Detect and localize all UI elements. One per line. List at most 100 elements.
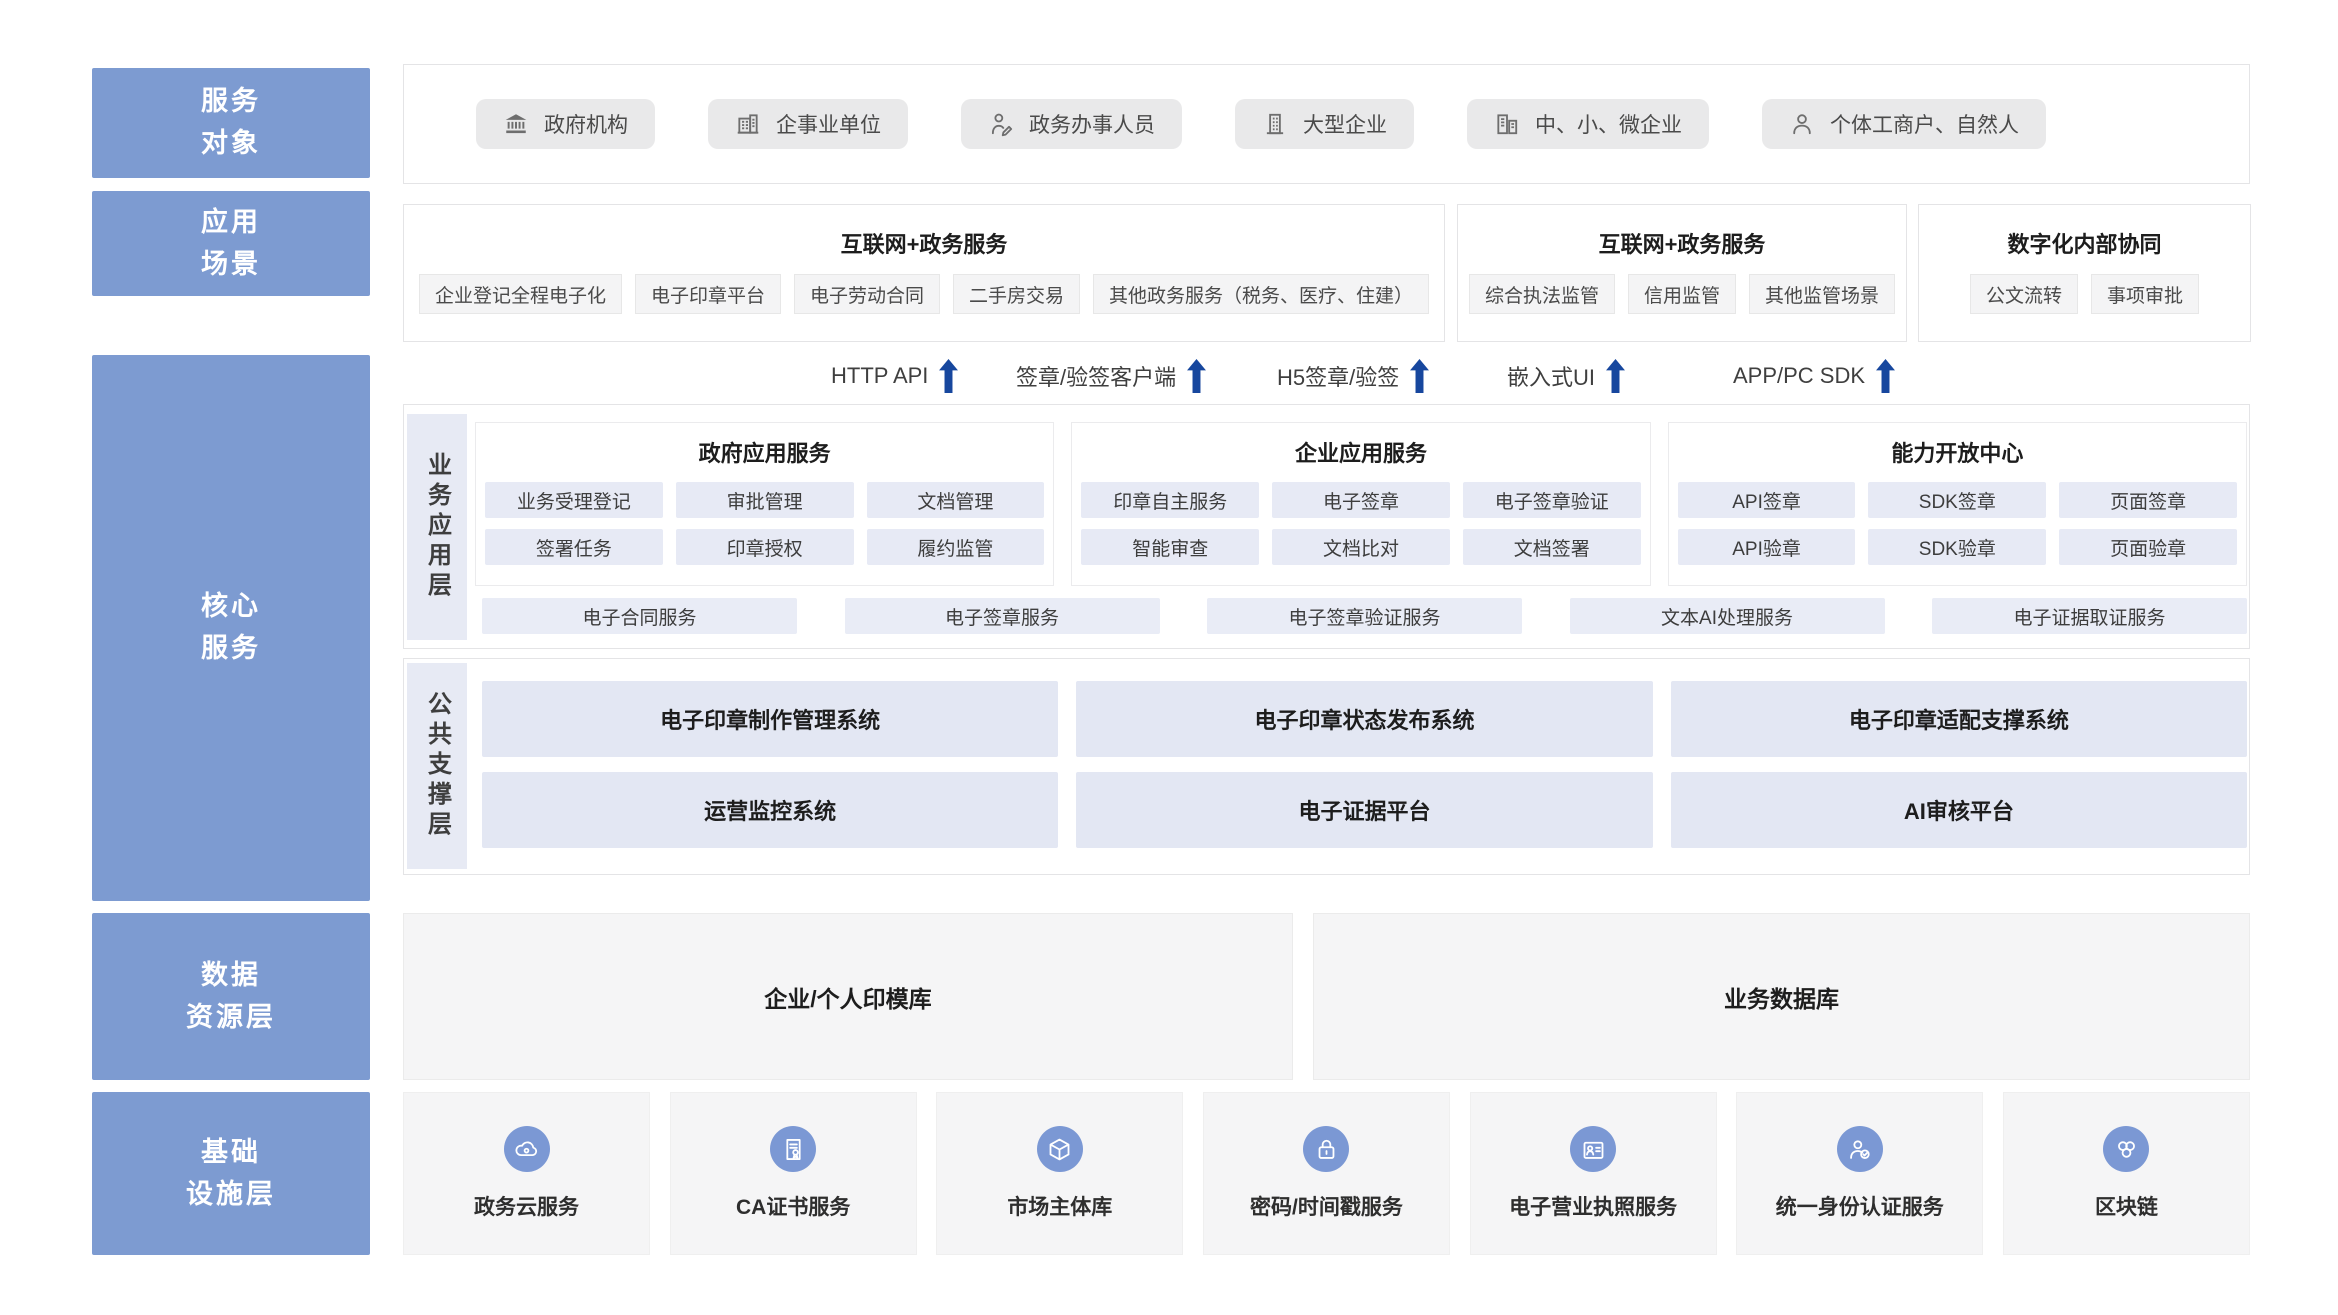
support-system: 电子印章状态发布系统 (1076, 681, 1653, 757)
scenario-panel-internal-collaboration: 数字化内部协同 公文流转 事项审批 (1918, 204, 2251, 342)
business-application-layer-strip: 业务应用层 (407, 414, 467, 640)
service-object-label: 大型企业 (1303, 114, 1387, 137)
data-box-business-database: 业务数据库 (1313, 913, 2250, 1080)
scenario-chip: 其他政务服务（税务、医疗、住建） (1093, 274, 1430, 314)
service-object-label: 中、小、微企业 (1535, 114, 1682, 137)
access-channels-row: HTTP API 签章/验签客户端 H5签章/验签 嵌入式UI APP/PC S… (403, 350, 2250, 402)
group-title: 企业应用服务 (1294, 441, 1427, 466)
support-systems-grid: 电子印章制作管理系统 电子印章状态发布系统 电子印章适配支撑系统 运营监控系统 … (482, 681, 2247, 848)
service-pill: SDK验章 (1868, 529, 2047, 565)
service-object-label: 政务办事人员 (1029, 114, 1155, 137)
service-pill: API验章 (1677, 529, 1856, 565)
group-grid: 印章自主服务 电子签章 电子签章验证 智能审查 文档比对 文档签署 (1079, 482, 1642, 565)
support-system: 运营监控系统 (482, 772, 1059, 848)
scenario-chip: 企业登记全程电子化 (418, 274, 622, 314)
up-arrow-icon (939, 358, 959, 394)
support-system: 电子印章适配支撑系统 (1670, 681, 2247, 757)
scenario-title: 数字化内部协同 (2007, 232, 2162, 257)
office-building-icon (735, 111, 761, 137)
service-pill: 业务受理登记 (485, 482, 663, 518)
up-arrow-icon (1187, 358, 1207, 394)
infrastructure-label: 政务云服务 (474, 1196, 579, 1219)
infrastructure-label: 市场主体库 (1007, 1196, 1113, 1219)
layer-tag-line: 服务 (201, 633, 261, 663)
scenario-chip: 电子劳动合同 (793, 274, 940, 314)
service-pill: 文档签署 (1462, 529, 1641, 565)
service-objects-panel: 政府机构 企事业单位 政务办事人员 大型企业 (403, 64, 2250, 184)
scenario-chip: 其他监管场景 (1749, 274, 1896, 314)
service-pill: 页面签章 (2059, 482, 2237, 518)
access-channel-sdk: APP/PC SDK (1733, 350, 1896, 402)
scenario-chip: 电子印章平台 (634, 274, 781, 314)
data-box-seal-template-library: 企业/个人印模库 (403, 913, 1293, 1080)
infrastructure-label: CA证书服务 (735, 1196, 851, 1219)
service-pill: API签章 (1677, 482, 1856, 518)
infrastructure-item-unified-identity: 统一身份认证服务 (1736, 1092, 1984, 1255)
group-title: 政府应用服务 (698, 441, 831, 466)
service-pill: 文档比对 (1272, 529, 1450, 565)
layer-tag-line: 数据 (201, 959, 261, 990)
access-channel-http-api: HTTP API (831, 350, 959, 402)
scenario-chip-row: 企业登记全程电子化 电子印章平台 电子劳动合同 二手房交易 其他政务服务（税务、… (404, 274, 1444, 314)
service-pill: 签署任务 (485, 529, 663, 565)
scenario-chip: 公文流转 (1969, 274, 2078, 314)
access-channel-label: APP/PC SDK (1733, 363, 1866, 388)
person-icon (1789, 111, 1815, 137)
blockchain-icon (2103, 1126, 2150, 1172)
access-channel-label: 嵌入式UI (1507, 365, 1596, 390)
support-system: 电子证据平台 (1076, 772, 1653, 848)
service-pill: 电子签章 (1272, 482, 1450, 518)
strip-label: 业务应用层 (423, 452, 451, 602)
scenario-panel-supervision: 互联网+政务服务 综合执法监管 信用监管 其他监管场景 (1457, 204, 1907, 342)
service-pill: 印章授权 (675, 529, 854, 565)
service-pill: SDK签章 (1868, 482, 2047, 518)
layer-tag-line: 核心 (201, 591, 261, 622)
up-arrow-icon (1876, 358, 1896, 394)
data-box-label: 企业/个人印模库 (764, 985, 932, 1012)
core-service-pill: 电子合同服务 (482, 598, 797, 634)
access-channel-label: H5签章/验签 (1277, 365, 1400, 390)
infrastructure-item-crypto-timestamp: 密码/时间戳服务 (1202, 1092, 1450, 1255)
core-service-pill: 文本AI处理服务 (1569, 598, 1885, 634)
layer-tag-data-resources: 数据 资源层 (92, 913, 370, 1080)
core-service-pill: 电子证据取证服务 (1932, 598, 2247, 634)
infrastructure-label: 区块链 (2094, 1196, 2158, 1219)
layer-tag-service-objects: 服务 对象 (92, 68, 370, 178)
service-object-chip-gov-staff: 政务办事人员 (961, 99, 1182, 149)
up-arrow-icon (1606, 358, 1625, 394)
scenario-title: 互联网+政务服务 (840, 232, 1008, 257)
up-arrow-icon (1410, 358, 1430, 394)
business-groups: 政府应用服务 业务受理登记 审批管理 文档管理 签署任务 印章授权 履约监管 企… (475, 422, 2247, 586)
access-channel-label: 签章/验签客户端 (1016, 365, 1177, 390)
identity-check-icon (1836, 1126, 1883, 1172)
data-box-label: 业务数据库 (1724, 985, 1839, 1012)
core-service-bar: 电子合同服务 电子签章服务 电子签章验证服务 文本AI处理服务 电子证据取证服务 (482, 598, 2247, 634)
buildings-icon (1494, 111, 1520, 137)
service-object-label: 个体工商户、自然人 (1830, 114, 2019, 137)
service-pill: 履约监管 (866, 529, 1045, 565)
scenario-chip-row: 综合执法监管 信用监管 其他监管场景 (1458, 274, 1906, 314)
bank-icon (503, 111, 529, 137)
infrastructure-label: 密码/时间戳服务 (1250, 1196, 1403, 1219)
service-pill: 页面验章 (2059, 529, 2237, 565)
infrastructure-item-ca-certificate: CA证书服务 (669, 1092, 917, 1255)
layer-tag-line: 服务 (201, 86, 261, 117)
support-system: 电子印章制作管理系统 (482, 681, 1059, 757)
service-pill: 电子签章验证 (1462, 482, 1641, 518)
scenario-chip: 综合执法监管 (1468, 274, 1615, 314)
layer-tag-line: 设施层 (186, 1178, 276, 1209)
public-support-layer-panel: 公共支撑层 电子印章制作管理系统 电子印章状态发布系统 电子印章适配支撑系统 运… (403, 658, 2250, 875)
service-object-chip-large-enterprise: 大型企业 (1235, 99, 1414, 149)
service-pill: 智能审查 (1081, 529, 1260, 565)
scenario-chip: 事项审批 (2091, 274, 2200, 314)
service-object-chip-sme: 中、小、微企业 (1467, 99, 1709, 149)
service-object-label: 企事业单位 (776, 114, 881, 137)
cube-icon (1036, 1126, 1083, 1172)
infrastructure-label: 统一身份认证服务 (1775, 1196, 1944, 1219)
service-object-chip-enterprise-institution: 企事业单位 (708, 99, 908, 149)
service-pill: 文档管理 (866, 482, 1045, 518)
lock-icon (1303, 1126, 1350, 1172)
layer-tag-line: 对象 (201, 128, 261, 158)
group-title: 能力开放中心 (1891, 441, 2024, 466)
access-channel-label: HTTP API (831, 363, 929, 388)
